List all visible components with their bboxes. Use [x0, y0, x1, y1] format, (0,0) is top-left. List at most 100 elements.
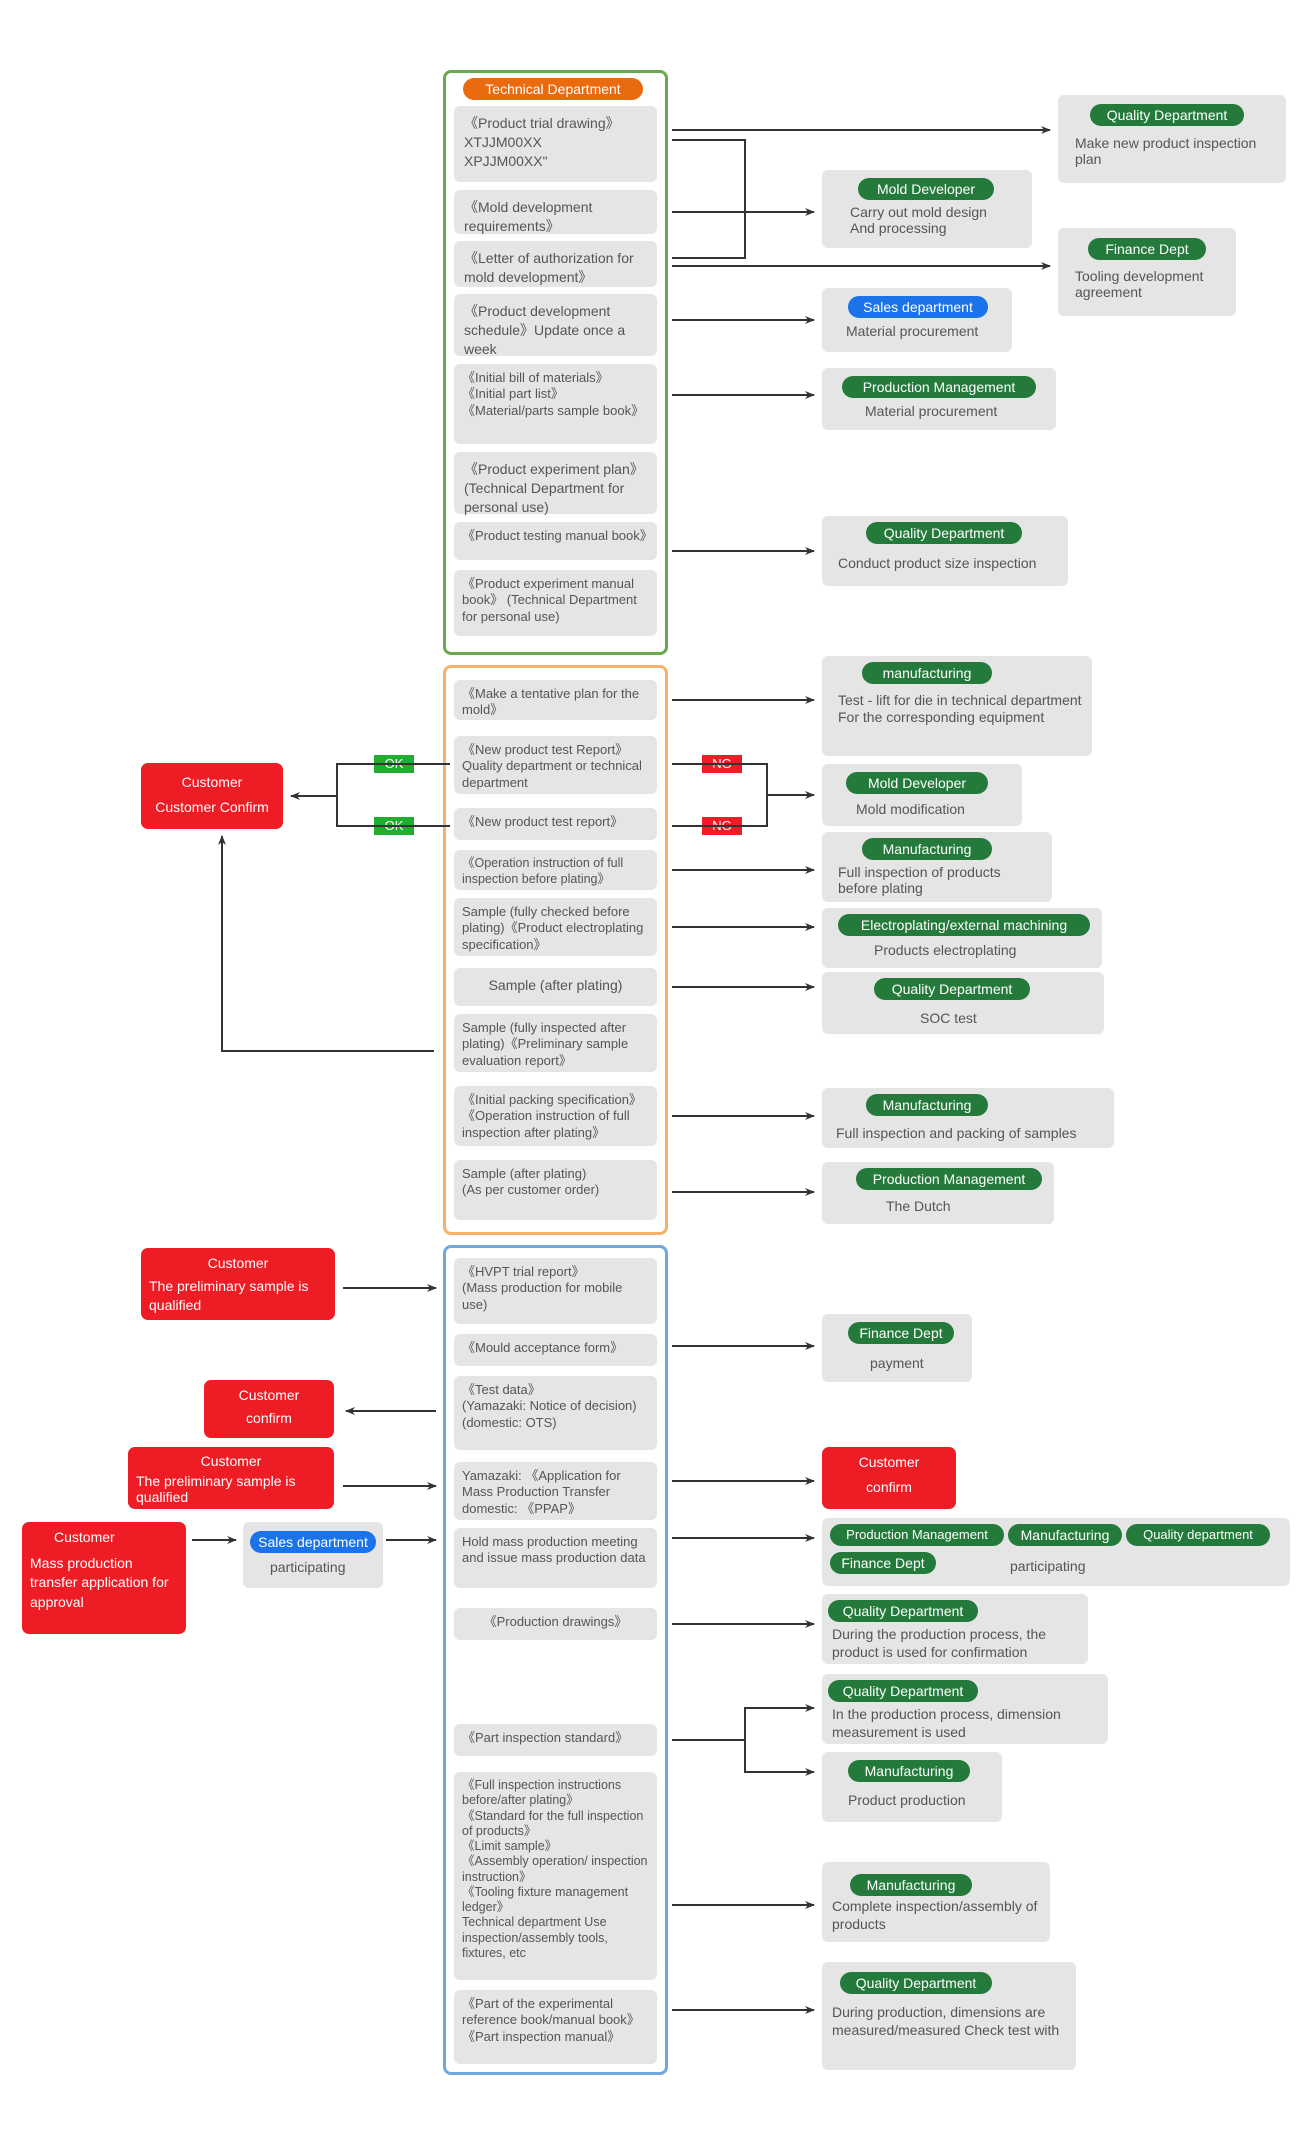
mass-item-6-text: 《Production drawings》: [483, 1614, 628, 1629]
bracket-inspection-standard: [744, 1707, 814, 1773]
tech-right-production-tag: Production Management: [842, 376, 1036, 398]
arrow-trial-back-to-customer: [218, 835, 434, 1052]
mass-right-participating-text: participating: [1010, 1558, 1086, 1574]
mass-item-7-text: 《Part inspection standard》: [462, 1730, 629, 1745]
mass-item-8-text: 《Full inspection instructions before/aft…: [462, 1778, 648, 1960]
line-ng-1: [672, 763, 768, 827]
mass-item-3-text: 《Test data》 (Yamazaki: Notice of decisio…: [462, 1382, 637, 1430]
mass-right-m2-text: Complete inspection/assembly of products: [832, 1898, 1038, 1932]
tech-right-sales-tag: Sales department: [848, 296, 988, 318]
tech-right-mold-text: Carry out mold design And processing: [850, 204, 987, 236]
customer-confirm-title: Customer: [181, 774, 243, 790]
trial-right-full-inspection-text: Full inspection of products before plati…: [838, 864, 1001, 897]
sales-participating-tag: Sales department: [250, 1531, 376, 1553]
trial-right-electroplating-tag: Electroplating/external machining: [838, 914, 1090, 936]
mass-right-customer-text: confirm: [866, 1478, 912, 1495]
tech-item-6: 《Product experiment plan》(Technical Depa…: [454, 452, 657, 515]
trial-item-8: 《Initial packing specification》《Operatio…: [454, 1086, 657, 1146]
tech-item-7: 《Product testing manual book》: [454, 522, 657, 560]
mass-right-finance-text: payment: [870, 1355, 924, 1371]
mass-left-customer-3-text: The preliminary sample is qualified: [136, 1473, 296, 1506]
mass-right-finance-tag: Finance Dept: [848, 1322, 954, 1344]
trial-right-packing-text: Full inspection and packing of samples: [836, 1125, 1077, 1141]
mass-right-participating-tag-1: Production Management: [830, 1524, 1004, 1546]
mass-item-1-text: 《HVPT trial report》 (Mass production for…: [462, 1264, 623, 1312]
trial-right-dutch-text: The Dutch: [886, 1198, 951, 1214]
trial-right-packing-tag: Manufacturing: [866, 1094, 988, 1116]
tech-item-4: 《Product development schedule》Update onc…: [454, 294, 657, 357]
mass-left-customer-4: Customer Mass production transfer applic…: [22, 1522, 186, 1634]
mass-right-m2-tag: Manufacturing: [850, 1874, 972, 1896]
mass-right-m1-tag: Manufacturing: [848, 1760, 970, 1782]
tech-right-finance-tag: Finance Dept: [1088, 238, 1206, 260]
trial-item-1: 《Make a tentative plan for the mold》: [454, 680, 657, 720]
tech-item-3-text: 《Letter of authorization for mold develo…: [464, 250, 634, 285]
mass-item-5-text: Hold mass production meeting and issue m…: [462, 1534, 646, 1566]
trial-item-2-text: 《New product test Report》Quality departm…: [462, 742, 642, 790]
trial-item-5-text: Sample (fully checked before plating)《Pr…: [462, 904, 644, 952]
tech-item-8-text: 《Product experiment manual book》 (Techni…: [462, 576, 637, 624]
trial-right-dutch-tag: Production Management: [856, 1168, 1042, 1190]
trial-item-7-text: Sample (fully inspected after plating)《P…: [462, 1020, 629, 1068]
line-ok-1: [336, 763, 450, 827]
mass-right-q2-text: In the production process, dimension mea…: [832, 1706, 1061, 1740]
mass-item-4-text: Yamazaki: 《Application for Mass Producti…: [462, 1468, 621, 1516]
mass-item-4: Yamazaki: 《Application for Mass Producti…: [454, 1462, 657, 1520]
mass-right-participating-tag-3: Quality department: [1126, 1524, 1270, 1546]
tech-item-8: 《Product experiment manual book》 (Techni…: [454, 570, 657, 636]
mass-right-m1-text: Product production: [848, 1792, 966, 1808]
trial-right-full-inspection-tag: Manufacturing: [862, 838, 992, 860]
trial-item-4-text: 《Operation instruction of full inspectio…: [462, 856, 624, 886]
tech-right-production-text: Material procurement: [865, 403, 998, 419]
mass-item-9-text: 《Part of the experimental reference book…: [462, 1996, 640, 2044]
trial-item-6: Sample (after plating): [454, 968, 657, 1006]
trial-stage-frame: [443, 665, 668, 1235]
mass-production-frame: [443, 1245, 668, 2075]
tech-right-quality-text: Make new product inspection plan: [1075, 135, 1257, 167]
tech-item-6-text: 《Product experiment plan》(Technical Depa…: [464, 461, 644, 515]
mass-item-2: 《Mould acceptance form》: [454, 1334, 657, 1366]
bracket-tech-mold: [672, 139, 746, 259]
mass-right-q1-tag: Quality Department: [828, 1600, 978, 1622]
mass-right-customer-title: Customer: [858, 1454, 920, 1470]
mass-left-customer-3-title: Customer: [200, 1453, 262, 1469]
mass-right-participating-tag-2: Manufacturing: [1008, 1524, 1122, 1546]
trial-item-9-text: Sample (after plating) (As per customer …: [462, 1166, 600, 1198]
mass-right-q1-text: During the production process, the produ…: [832, 1626, 1047, 1660]
tech-right-quality2-text: Conduct product size inspection: [838, 555, 1037, 571]
mass-left-customer-4-text: Mass production transfer application for…: [30, 1554, 169, 1610]
mass-right-q3-text: During production, dimensions are measur…: [832, 2004, 1060, 2038]
trial-right-soc-text: SOC test: [920, 1010, 977, 1026]
trial-item-4: 《Operation instruction of full inspectio…: [454, 850, 657, 890]
mass-item-8: 《Full inspection instructions before/aft…: [454, 1772, 657, 1980]
mass-left-customer-1-text: The preliminary sample is qualified: [149, 1277, 309, 1313]
trial-item-9: Sample (after plating) (As per customer …: [454, 1160, 657, 1220]
trial-right-electroplating-text: Products electroplating: [874, 942, 1017, 958]
mass-left-customer-4-title: Customer: [54, 1529, 115, 1545]
tech-item-2: 《Mold development requirements》: [454, 190, 657, 234]
sales-participating-text: participating: [270, 1559, 346, 1575]
tech-item-3: 《Letter of authorization for mold develo…: [454, 241, 657, 287]
tech-right-sales-text: Material procurement: [846, 323, 979, 339]
technical-department-frame: [443, 70, 668, 655]
tech-item-5: 《Initial bill of materials》 《Initial par…: [454, 364, 657, 444]
trial-item-8-text: 《Initial packing specification》《Operatio…: [462, 1092, 642, 1140]
mass-left-customer-1: Customer The preliminary sample is quali…: [141, 1248, 335, 1320]
tech-right-quality2-tag: Quality Department: [866, 522, 1022, 544]
trial-right-mold-tag: Mold Developer: [846, 772, 988, 794]
mass-item-1: 《HVPT trial report》 (Mass production for…: [454, 1258, 657, 1324]
tech-right-mold-tag: Mold Developer: [858, 178, 994, 200]
customer-confirm-box: Customer Customer Confirm: [141, 763, 283, 829]
trial-item-6-text: Sample (after plating): [488, 977, 623, 993]
trial-item-2: 《New product test Report》Quality departm…: [454, 736, 657, 794]
tech-item-2-text: 《Mold development requirements》: [464, 199, 593, 234]
mass-left-customer-2-text: confirm: [246, 1409, 292, 1426]
mass-left-customer-1-title: Customer: [207, 1255, 269, 1271]
trial-item-3: 《New product test report》: [454, 808, 657, 840]
mass-item-5: Hold mass production meeting and issue m…: [454, 1528, 657, 1588]
mass-item-2-text: 《Mould acceptance form》: [462, 1340, 624, 1355]
tech-item-7-text: 《Product testing manual book》: [462, 528, 653, 543]
mass-item-6: 《Production drawings》: [454, 1608, 657, 1640]
trial-item-5: Sample (fully checked before plating)《Pr…: [454, 898, 657, 956]
